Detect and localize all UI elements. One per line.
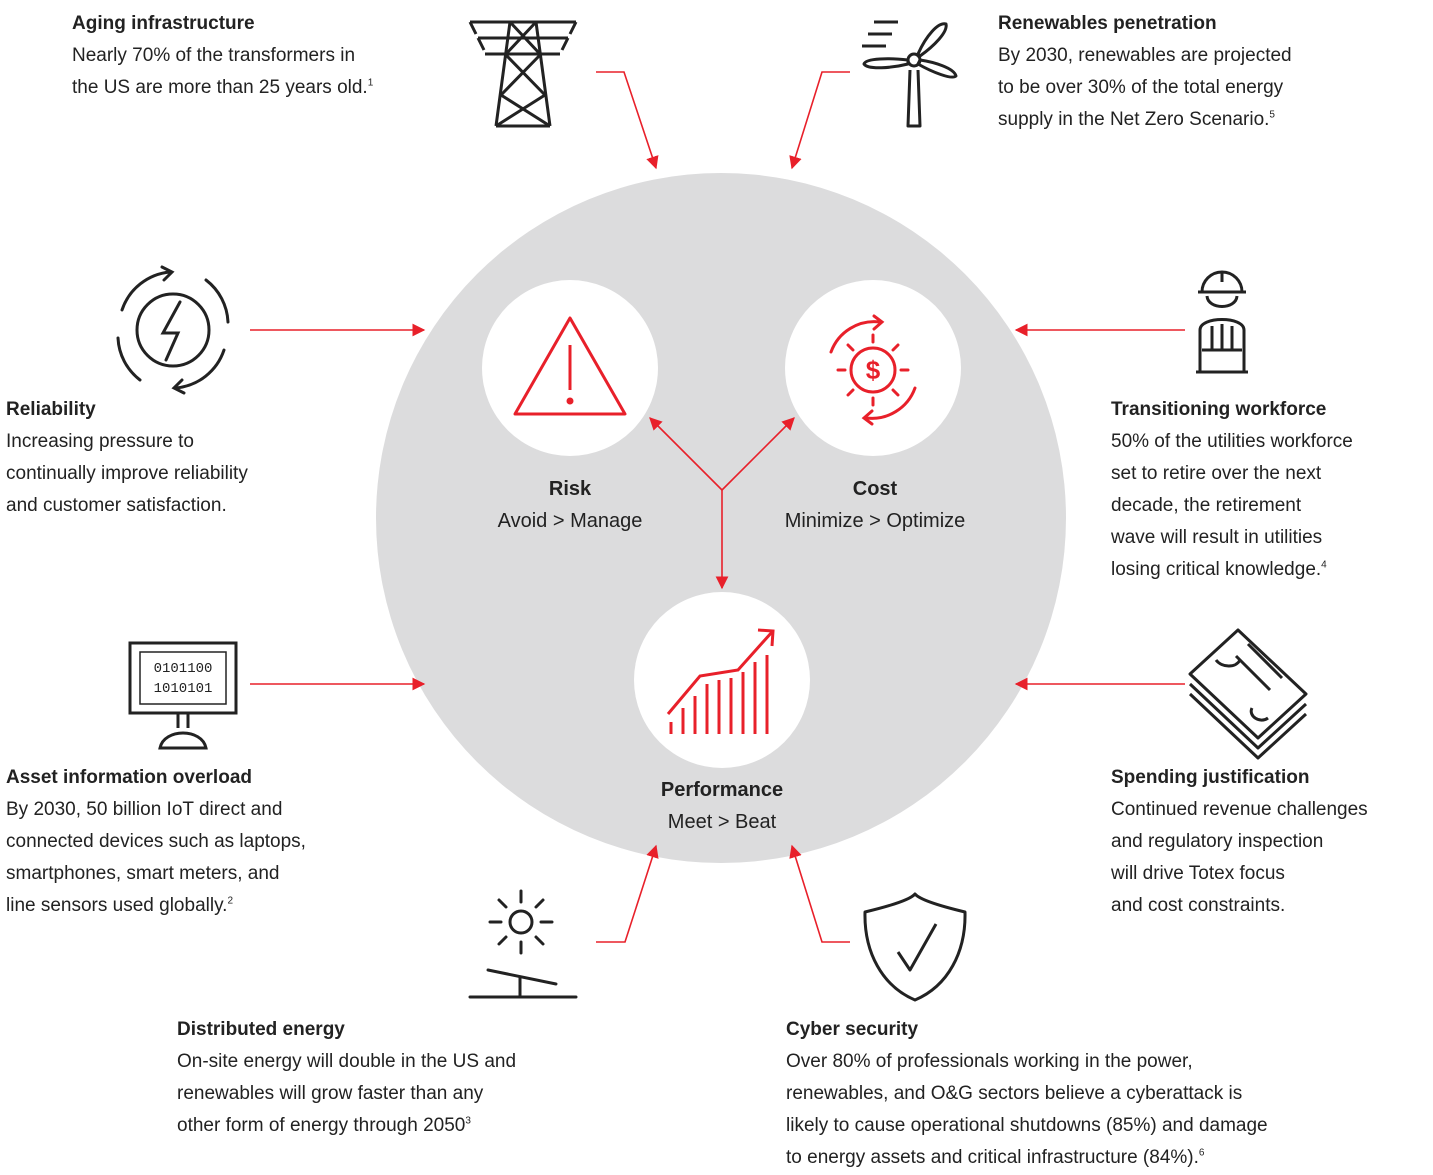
hard-hat-worker-icon bbox=[1196, 270, 1248, 374]
svg-text:$: $ bbox=[866, 355, 881, 385]
factor-title: Asset information overload bbox=[6, 767, 252, 788]
hub-connectors bbox=[649, 417, 795, 590]
footnote-ref: 4 bbox=[1321, 559, 1327, 571]
shield-check-icon bbox=[863, 892, 967, 1002]
wind-turbine-icon bbox=[862, 20, 958, 128]
footnote-ref: 1 bbox=[367, 77, 374, 89]
factor-title: Aging infrastructure bbox=[72, 13, 255, 34]
factor-title: Spending justification bbox=[1111, 767, 1310, 788]
factor-arrows bbox=[250, 71, 1185, 943]
dollar-gear-cycle-icon: $ bbox=[829, 314, 917, 426]
factor-title: Distributed energy bbox=[177, 1019, 345, 1040]
solar-panel-icon bbox=[468, 889, 578, 999]
money-stack-icon bbox=[1188, 628, 1308, 760]
footnote-ref: 2 bbox=[227, 895, 234, 907]
factor-title: Transitioning workforce bbox=[1111, 399, 1327, 420]
factor-title: Cyber security bbox=[786, 1019, 919, 1040]
factor-distributed-energy: Distributed energy On-site energy will d… bbox=[177, 1014, 647, 1142]
risk-title: Risk bbox=[548, 478, 592, 500]
performance-title: Performance bbox=[660, 779, 784, 801]
factor-body: Increasing pressure to continually impro… bbox=[6, 431, 248, 516]
factor-spending-justification: Spending justification Continued revenue… bbox=[1111, 762, 1431, 922]
performance-circle bbox=[634, 592, 810, 768]
performance-label: Performance Meet > Beat bbox=[612, 774, 832, 838]
warning-triangle-icon bbox=[513, 316, 627, 416]
factor-body: By 2030, renewables are projected to be … bbox=[998, 45, 1292, 130]
risk-label: Risk Avoid > Manage bbox=[460, 473, 680, 537]
factor-title: Renewables penetration bbox=[998, 13, 1217, 34]
factor-body: On-site energy will double in the US and… bbox=[177, 1051, 517, 1136]
factor-asset-information-overload: Asset information overload By 2030, 50 b… bbox=[6, 762, 426, 922]
footnote-ref: 3 bbox=[465, 1115, 471, 1127]
performance-subtitle: Meet > Beat bbox=[667, 811, 777, 833]
cost-subtitle: Minimize > Optimize bbox=[784, 510, 966, 532]
factor-cyber-security: Cyber security Over 80% of professionals… bbox=[786, 1014, 1386, 1174]
cost-circle bbox=[785, 280, 961, 456]
binary-monitor-icon: 0101100 1010101 bbox=[128, 641, 238, 750]
footnote-ref: 6 bbox=[1198, 1147, 1205, 1159]
cost-title: Cost bbox=[852, 478, 898, 500]
factor-body: By 2030, 50 billion IoT direct and conne… bbox=[6, 799, 306, 916]
factor-reliability: Reliability Increasing pressure to conti… bbox=[6, 394, 366, 522]
factor-transitioning-workforce: Transitioning workforce 50% of the utili… bbox=[1111, 394, 1431, 586]
monitor-line-2: 1010101 bbox=[154, 681, 213, 697]
footnote-ref: 5 bbox=[1269, 109, 1275, 121]
monitor-line-1: 0101100 bbox=[154, 661, 213, 677]
factor-aging-infrastructure: Aging infrastructure Nearly 70% of the t… bbox=[72, 8, 452, 104]
factor-body: Continued revenue challenges and regulat… bbox=[1111, 799, 1368, 916]
factor-renewables-penetration: Renewables penetration By 2030, renewabl… bbox=[998, 8, 1418, 136]
risk-subtitle: Avoid > Manage bbox=[497, 510, 643, 532]
factor-body: 50% of the utilities workforce set to re… bbox=[1111, 431, 1353, 580]
factor-body: Over 80% of professionals working in the… bbox=[786, 1051, 1268, 1168]
power-cycle-icon bbox=[116, 265, 230, 395]
factor-title: Reliability bbox=[6, 399, 96, 420]
cost-label: Cost Minimize > Optimize bbox=[755, 473, 995, 537]
factor-body: Nearly 70% of the transformers in the US… bbox=[72, 45, 368, 98]
transmission-tower-icon bbox=[468, 20, 578, 128]
rising-bar-chart-icon bbox=[666, 628, 775, 734]
